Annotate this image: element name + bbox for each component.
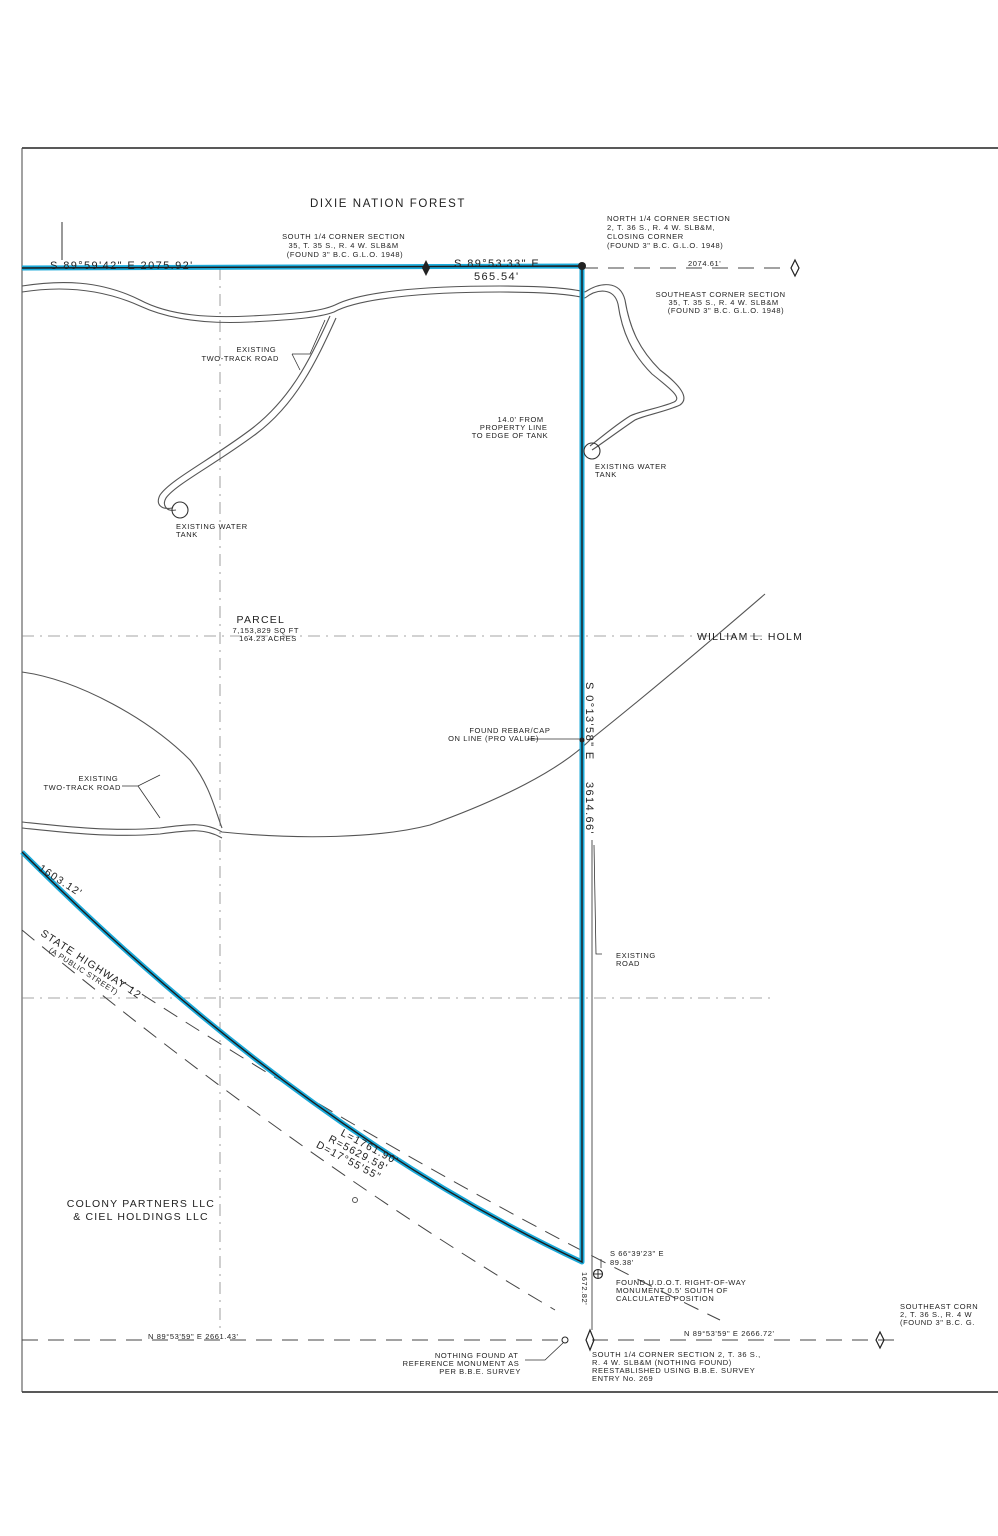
udot-monument: [592, 1268, 604, 1280]
highway-centerline: [21, 929, 556, 1311]
parcel-label: PARCEL 7,153,829 SQ FT 164.23 ACRES: [233, 610, 304, 643]
southeast-corner-35-label: SOUTHEAST CORNER SECTION 35, T. 35 S., R…: [656, 290, 789, 315]
water-tank-east: [583, 442, 601, 460]
highway-point: [352, 1197, 358, 1203]
leader-road-north: [292, 319, 326, 355]
leader-road-south-b: [137, 785, 161, 819]
two-track-road-south: [21, 593, 766, 838]
udot-monument-label: FOUND U.D.O.T. RIGHT-OF-WAY MONUMENT 0.5…: [616, 1278, 749, 1303]
two-track-road-north-label: EXISTING TWO-TRACK ROAD: [201, 345, 279, 363]
two-track-road-south-b: [21, 827, 223, 839]
north-extension-distance: 2074.61': [688, 259, 721, 268]
state-highway-label-group: STATE HIGHWAY 12 (A PUBLIC STREET): [38, 927, 143, 1001]
colony-partners-label: COLONY PARTNERS LLC & CIEL HOLDINGS LLC: [67, 1198, 219, 1223]
found-rebar-label: FOUND REBAR/CAP ON LINE (PRO VALUE): [448, 726, 553, 743]
southeast-corner-2-label: SOUTHEAST CORN 2, T. 36 S., R. 4 W (FOUN…: [900, 1302, 981, 1327]
north-quarter-corner-label: NORTH 1/4 CORNER SECTION 2, T. 36 S., R.…: [607, 214, 733, 250]
two-track-spur: [157, 315, 331, 509]
leader-nothing-found: [525, 1342, 564, 1361]
se-tie-distance: 89.38': [610, 1258, 634, 1267]
two-track-road-south-branch: [21, 671, 223, 829]
southeast-corner-2-monument: [875, 1330, 885, 1350]
highway-south-row: [119, 979, 721, 1321]
water-tank-west-label: EXISTING WATER TANK: [176, 522, 250, 539]
se-tie-bearing: S 66°39'23" E: [610, 1249, 664, 1258]
south-quarter-corner-2-monument: [585, 1328, 595, 1352]
found-rebar-monument: [579, 737, 585, 743]
south-quarter-corner-35-label: SOUTH 1/4 CORNER SECTION 35, T. 35 S., R…: [282, 232, 408, 259]
leader-road-south: [122, 774, 161, 787]
state-highway-label: STATE HIGHWAY 12: [38, 927, 143, 1001]
water-tank-west: [171, 501, 189, 519]
water-tank-east-label: EXISTING WATER TANK: [595, 462, 669, 479]
road-loop-east-b: [584, 290, 678, 447]
road-loop-east: [584, 284, 685, 451]
north-east-bearing: S 89°53'33" E: [454, 258, 540, 270]
two-track-road-north-b: [21, 288, 586, 324]
south-quarter-corner-monument: [422, 260, 430, 276]
dixie-forest-label: DIXIE NATION FOREST: [310, 198, 466, 210]
south-east-bearing: N 89°53'59" E 2666.72': [684, 1329, 775, 1338]
east-line-distance: 3614.66': [583, 782, 595, 835]
north-west-bearing: S 89°59'42" E 2075.92': [50, 260, 194, 272]
southeast-corner-monument: [790, 258, 800, 278]
highway-chord-distance: 1603.12': [36, 862, 84, 899]
south-quarter-corner-2-label: SOUTH 1/4 CORNER SECTION 2, T. 36 S., R.…: [592, 1350, 763, 1383]
two-track-spur-b: [163, 317, 337, 511]
curve-data-group: L=1761.90' R=5629.58' D=17°55'55": [314, 1127, 401, 1183]
existing-road-label: EXISTING ROAD: [616, 951, 659, 968]
nothing-found-label: NOTHING FOUND AT REFERENCE MONUMENT AS P…: [403, 1351, 522, 1376]
two-track-road-north: [21, 281, 586, 318]
tank-offset-note: 14.0' FROM PROPERTY LINE TO EDGE OF TANK: [472, 415, 550, 440]
leader-road-north-b: [291, 353, 301, 371]
parcel-boundary-line: [21, 265, 583, 1264]
william-holm-label: WILLIAM L. HOLM: [697, 631, 803, 643]
north-east-distance: 565.54': [474, 271, 520, 283]
south-tie-distance: 1672.82': [580, 1272, 589, 1305]
north-quarter-corner-monument: [578, 262, 586, 270]
east-line-bearing: S 0°13'58" E: [583, 682, 595, 761]
two-track-road-south-label: EXISTING TWO-TRACK ROAD: [43, 774, 121, 792]
south-west-bearing: N 89°53'59" E 2661.43': [148, 1332, 239, 1341]
leader-existing-road: [593, 844, 602, 955]
reference-monument: [561, 1336, 569, 1344]
